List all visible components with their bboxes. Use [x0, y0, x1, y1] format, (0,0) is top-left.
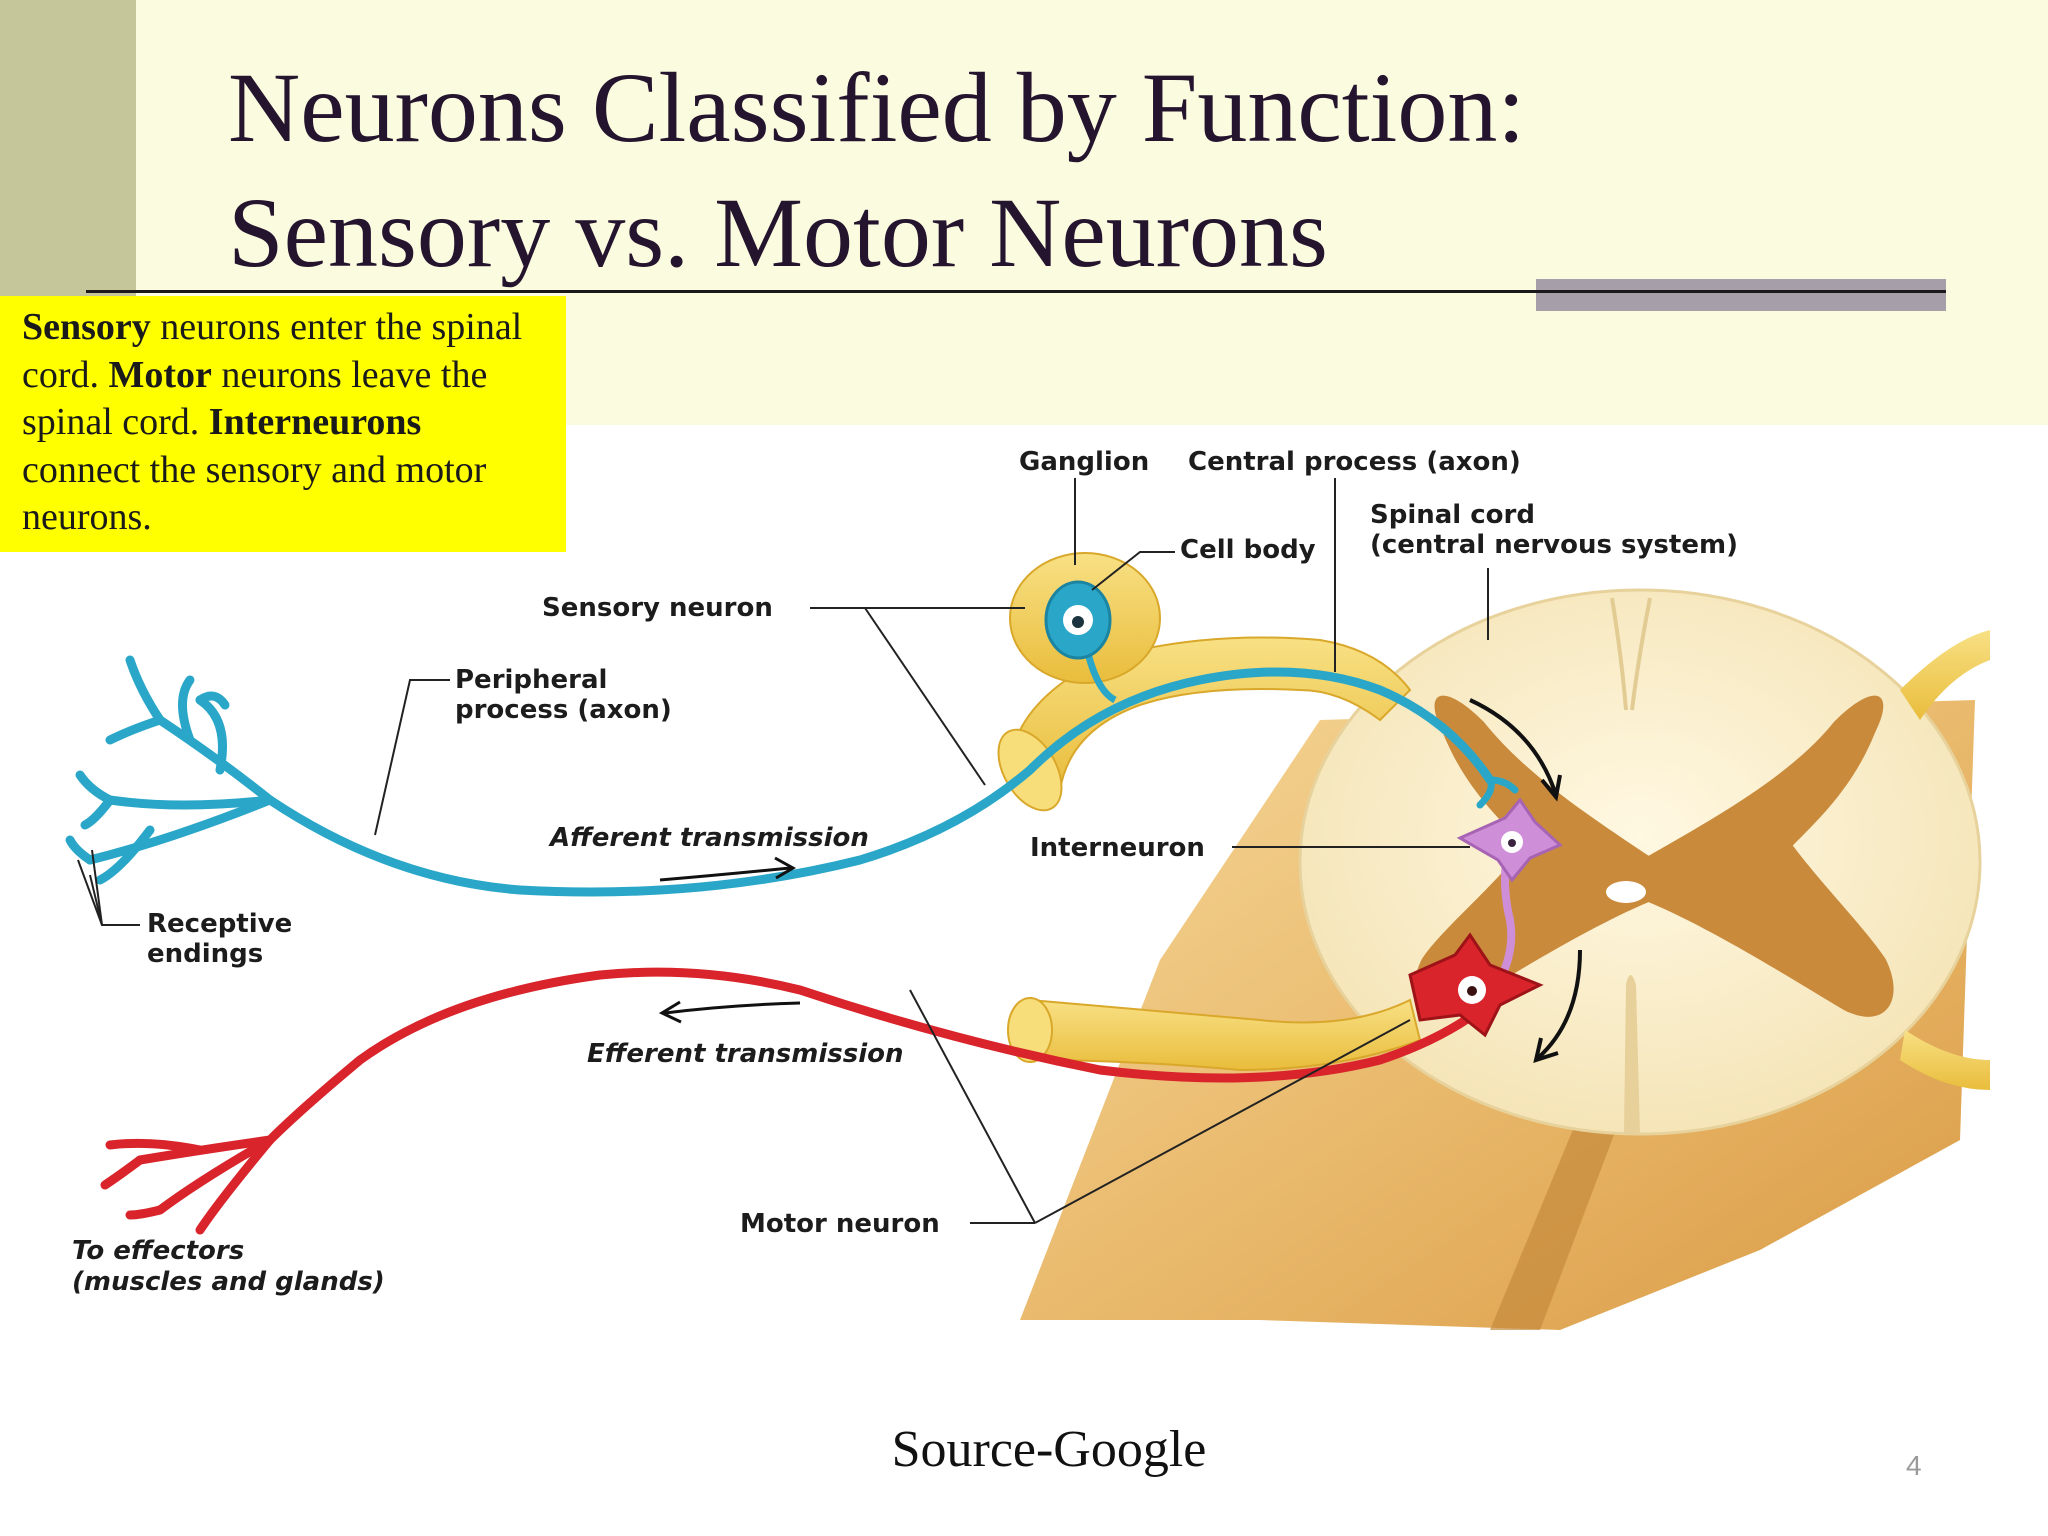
interneuron-nucleolus — [1508, 839, 1516, 847]
dorsal-median-sulcus — [1610, 597, 1652, 711]
label-cell-body: Cell body — [1180, 535, 1316, 565]
label-efferent-transmission: Efferent transmission — [587, 1039, 904, 1069]
label-interneuron: Interneuron — [1030, 833, 1205, 863]
sensory-neuron-axon — [265, 667, 1495, 897]
label-peripheral-process-1: Peripheral — [455, 665, 607, 695]
callout-sensory: Sensory — [22, 306, 151, 348]
label-spinal-cord-cns: (central nervous system) — [1370, 530, 1738, 560]
callout-text-1: neurons enter the spinal cord. — [22, 306, 523, 396]
sensory-terminal — [1476, 776, 1519, 809]
effector-branches — [100, 1135, 275, 1235]
label-central-process: Central process (axon) — [1188, 447, 1521, 477]
central-canal — [1606, 881, 1646, 903]
right-dorsal-root — [1900, 630, 1990, 720]
label-receptive-endings-1: Receptive — [147, 909, 292, 939]
label-spinal-cord: Spinal cord — [1370, 500, 1535, 530]
callout-text-3: connect the sensory and motor neurons. — [22, 448, 487, 539]
label-peripheral-process-2: process (axon) — [455, 695, 672, 725]
label-receptive-endings-2: endings — [147, 939, 263, 969]
ventral-root-cut-end — [1007, 997, 1053, 1063]
right-ventral-root — [1900, 1030, 1990, 1090]
gray-matter — [1413, 695, 1894, 1017]
title-rule — [86, 290, 1946, 293]
title-rule-accent — [1536, 279, 1946, 311]
title-line-2: Sensory vs. Motor Neurons — [228, 177, 1328, 288]
page-number: 4 — [1906, 1450, 1922, 1481]
label-to-effectors-1: To effectors — [72, 1236, 244, 1266]
label-ganglion: Ganglion — [1019, 447, 1149, 477]
ventral-median-fissure — [1624, 975, 1640, 1134]
efferent-arrow — [658, 1000, 801, 1024]
cord-arrow-1 — [1469, 698, 1562, 802]
callout-interneurons: Interneurons — [208, 401, 422, 443]
motor-neuron-axon — [265, 967, 1485, 1145]
label-to-effectors-2: (muscles and glands) — [72, 1267, 385, 1297]
left-accent-bar — [0, 0, 136, 298]
callout-text-2: neurons leave the spinal cord. — [22, 353, 488, 444]
label-motor-neuron: Motor neuron — [740, 1209, 940, 1239]
leader-lines — [77, 478, 1489, 1224]
motor-nucleolus — [1467, 986, 1477, 996]
receptive-endings — [65, 655, 275, 885]
label-afferent-transmission: Afferent transmission — [548, 823, 869, 853]
label-sensory-neuron: Sensory neuron — [542, 593, 773, 623]
info-callout: Sensory neurons enter the spinal cord. M… — [0, 296, 566, 552]
cord-arrow-2 — [1533, 949, 1582, 1063]
sensory-nucleolus — [1072, 616, 1084, 628]
source-caption: Source-Google — [891, 1421, 1207, 1478]
title-line-1: Neurons Classified by Function: — [228, 52, 1526, 163]
callout-motor: Motor — [108, 353, 212, 396]
afferent-arrow — [659, 856, 797, 882]
